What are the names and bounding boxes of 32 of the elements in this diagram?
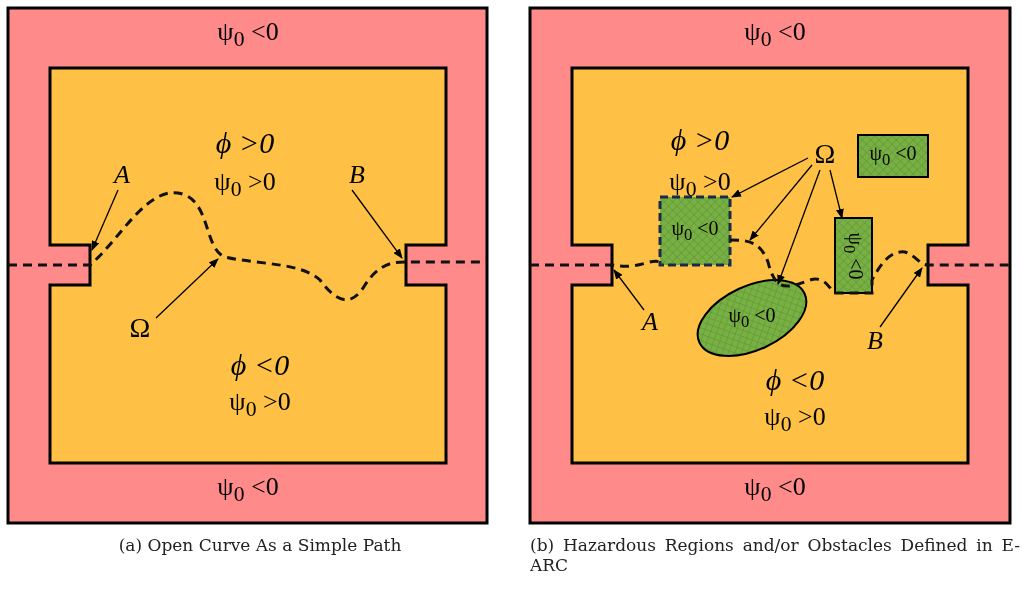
leader-arrow bbox=[749, 164, 813, 241]
condition-label: ϕ >0 bbox=[670, 125, 730, 155]
condition-label: ψ$_{0}$ <0 bbox=[728, 305, 776, 331]
leader-arrow bbox=[829, 169, 844, 219]
panel-caption: (b) Hazardous Regions and/or Obstacles Defined in E-ARC bbox=[530, 535, 1020, 575]
condition-label: ψ$_{0}$ >0 bbox=[229, 389, 291, 421]
panel-caption: (a) Open Curve As a Simple Path bbox=[117, 535, 403, 555]
condition-label: ψ$_{0}$ <0 bbox=[869, 143, 917, 169]
point-label: B bbox=[349, 162, 365, 188]
point-label: Ω bbox=[814, 140, 836, 168]
leader-arrow bbox=[777, 169, 821, 285]
condition-label: ψ$_{0}$ >0 bbox=[764, 404, 826, 436]
leader-arrow bbox=[91, 189, 119, 251]
point-label: A bbox=[642, 309, 658, 335]
condition-label: ψ$_{0}$ >0 bbox=[214, 169, 276, 201]
condition-label: ψ$_{0}$ >0 bbox=[669, 169, 731, 201]
point-label: B bbox=[867, 328, 883, 354]
leader-arrow bbox=[351, 189, 403, 259]
leader-arrow bbox=[613, 269, 645, 311]
point-label: A bbox=[114, 162, 130, 188]
leader-arrow bbox=[731, 157, 809, 198]
condition-label: ψ$_{0}$ <0 bbox=[217, 19, 279, 51]
condition-label: ψ$_{0}$ <0 bbox=[217, 474, 279, 506]
leader-arrow bbox=[155, 258, 219, 319]
condition-label: ϕ <0 bbox=[765, 365, 825, 395]
condition-label: ψ$_{0}$ <0 bbox=[744, 19, 806, 51]
condition-label: ψ$_{0}$ <0 bbox=[671, 218, 719, 244]
point-label: Ω bbox=[129, 314, 151, 342]
leader-arrow bbox=[879, 267, 923, 328]
condition-label: ψ$_{0}$ <0 bbox=[744, 474, 806, 506]
condition-label: ϕ <0 bbox=[230, 350, 290, 380]
condition-label: ϕ >0 bbox=[215, 128, 275, 158]
